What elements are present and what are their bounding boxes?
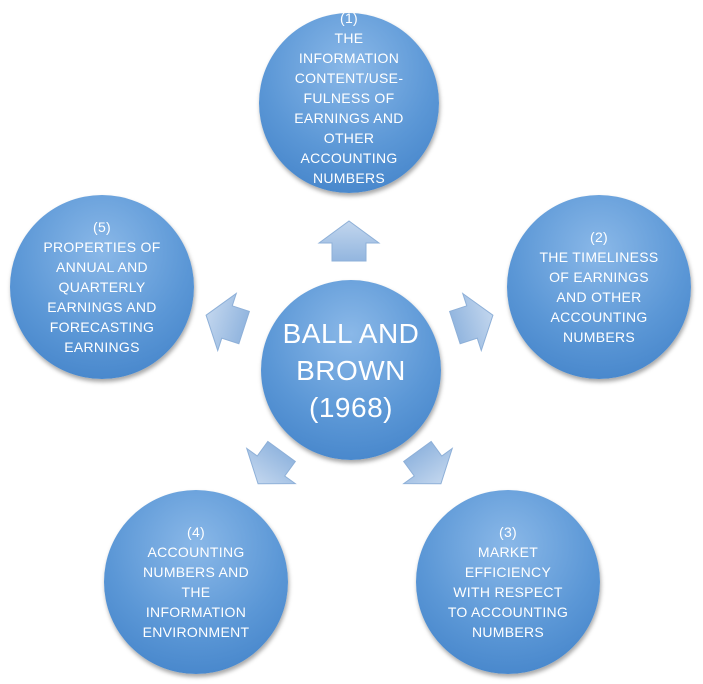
node-5-line: ANNUAL AND bbox=[56, 259, 148, 275]
node-3-line: (3) bbox=[498, 524, 517, 540]
node-3-line: EFFICIENCY bbox=[464, 564, 552, 580]
center-line: BROWN bbox=[296, 354, 406, 386]
node-5: (5) PROPERTIES OF ANNUAL AND QUARTERLY E… bbox=[10, 195, 194, 379]
center-line: (1968) bbox=[309, 391, 393, 423]
node-3: (3) MARKET EFFICIENCY WITH RESPECT TO AC… bbox=[416, 490, 600, 674]
node-1-line: FULNESS OF bbox=[303, 90, 395, 106]
node-5-line: (5) bbox=[92, 219, 111, 235]
node-3-line: TO ACCOUNTING bbox=[447, 604, 569, 620]
node-1-line: EARNINGS AND bbox=[294, 110, 404, 126]
node-2-line: (2) bbox=[589, 229, 608, 245]
node-4-line: ACCOUNTING bbox=[147, 544, 245, 560]
node-4-line: (4) bbox=[186, 524, 205, 540]
node-5-line: EARNINGS AND bbox=[47, 299, 157, 315]
node-5-line: EARNINGS bbox=[64, 339, 140, 355]
node-4-line: ENVIRONMENT bbox=[142, 624, 250, 640]
node-5-line: FORECASTING bbox=[49, 319, 155, 335]
node-5-line: PROPERTIES OF bbox=[43, 239, 161, 255]
node-2-line: OF EARNINGS bbox=[549, 269, 649, 285]
arrow-to-node-1 bbox=[317, 220, 381, 262]
arrow-to-node-3 bbox=[402, 440, 454, 485]
node-2-line: THE TIMELINESS bbox=[539, 249, 659, 265]
node-1-line: ACCOUNTING bbox=[300, 150, 398, 166]
node-1-line: INFORMATION bbox=[298, 50, 400, 66]
node-4-line: INFORMATION bbox=[145, 604, 247, 620]
node-1-line: OTHER bbox=[323, 130, 375, 146]
center-node: BALL AND BROWN (1968) bbox=[261, 280, 441, 460]
node-3-line: NUMBERS bbox=[471, 624, 545, 640]
node-2-line: NUMBERS bbox=[562, 329, 636, 345]
node-1-line: THE bbox=[334, 30, 364, 46]
node-1-line: (1) bbox=[339, 10, 358, 26]
arrow-to-node-2 bbox=[448, 292, 494, 353]
node-2-line: AND OTHER bbox=[556, 289, 642, 305]
node-2-line: ACCOUNTING bbox=[550, 309, 648, 325]
arrow-to-node-5 bbox=[205, 292, 251, 353]
node-2: (2) THE TIMELINESS OF EARNINGS AND OTHER… bbox=[507, 195, 691, 379]
node-4-line: THE bbox=[181, 584, 211, 600]
node-3-line: WITH RESPECT bbox=[453, 584, 563, 600]
node-4-line: NUMBERS AND bbox=[143, 564, 249, 580]
node-5-line: QUARTERLY bbox=[58, 279, 146, 295]
arrow-to-node-4 bbox=[245, 440, 297, 485]
node-1-line: NUMBERS bbox=[312, 170, 386, 186]
node-3-line: MARKET bbox=[477, 544, 539, 560]
node-1-line: CONTENT/USE- bbox=[294, 70, 404, 86]
node-1: (1) THE INFORMATION CONTENT/USE- FULNESS… bbox=[259, 10, 439, 193]
center-line: BALL AND bbox=[282, 317, 420, 349]
node-4: (4) ACCOUNTING NUMBERS AND THE INFORMATI… bbox=[104, 490, 288, 674]
